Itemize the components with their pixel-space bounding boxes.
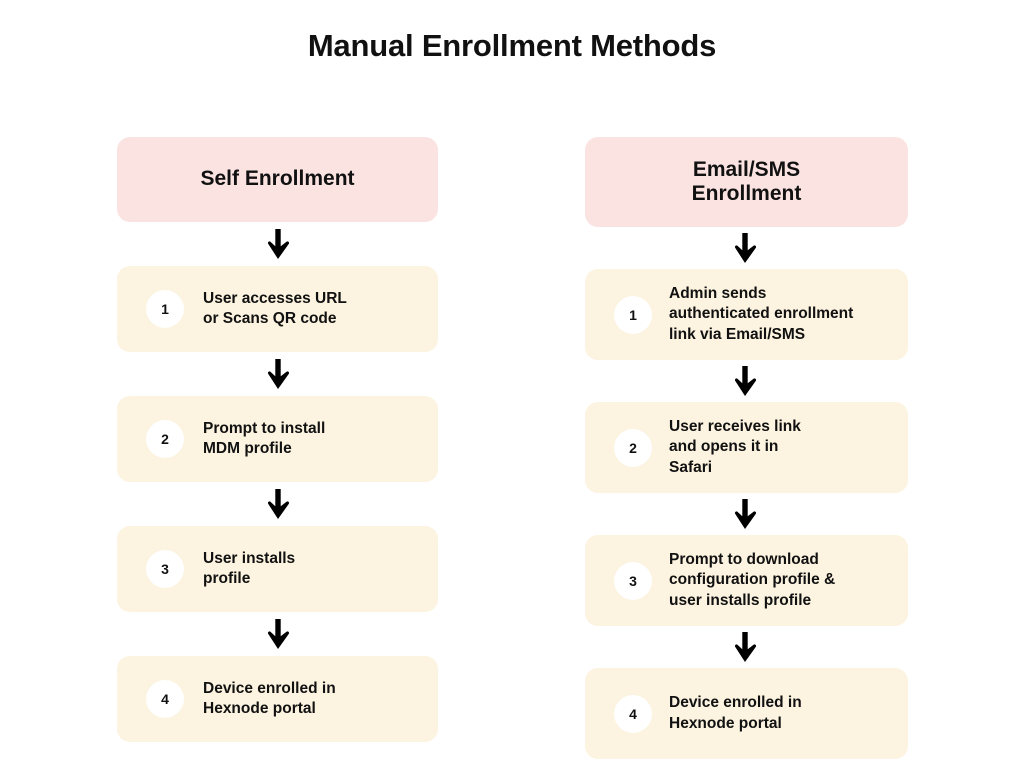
step-label: Device enrolled in Hexnode portal bbox=[669, 694, 802, 732]
flow-column-self-enrollment: Self Enrollment 1 User accesses URL or S… bbox=[117, 137, 438, 742]
arrow-down-icon bbox=[585, 227, 908, 269]
step-box: 4 Device enrolled in Hexnode portal bbox=[117, 656, 438, 742]
step-box: 1 Admin sends authenticated enrollment l… bbox=[585, 269, 908, 360]
arrow-down-icon bbox=[585, 626, 908, 668]
step-label: Prompt to install MDM profile bbox=[203, 419, 326, 457]
arrow-down-icon bbox=[117, 482, 438, 526]
step-number-badge: 4 bbox=[146, 680, 184, 718]
step-label: Prompt to download configuration profile… bbox=[669, 551, 836, 609]
arrow-down-icon bbox=[117, 612, 438, 656]
column-header-email-sms-enrollment: Email/SMS Enrollment bbox=[585, 137, 908, 227]
step-label: User installs profile bbox=[203, 549, 296, 587]
step-label: Admin sends authenticated enrollment lin… bbox=[669, 285, 854, 343]
step-box: 2 User receives link and opens it in Saf… bbox=[585, 402, 908, 493]
arrow-down-icon bbox=[117, 352, 438, 396]
step-box: 3 Prompt to download configuration profi… bbox=[585, 535, 908, 626]
step-number-badge: 1 bbox=[146, 290, 184, 328]
step-number-badge: 1 bbox=[614, 295, 652, 334]
step-label: User accesses URL or Scans QR code bbox=[203, 289, 347, 327]
arrow-down-icon bbox=[117, 222, 438, 266]
step-number-badge: 2 bbox=[146, 420, 184, 458]
page-title: Manual Enrollment Methods bbox=[307, 28, 717, 63]
step-label: User receives link and opens it in Safar… bbox=[669, 418, 801, 476]
step-box: 1 User accesses URL or Scans QR code bbox=[117, 266, 438, 352]
flow-column-email-sms-enrollment: Email/SMS Enrollment 1 Admin sends authe… bbox=[585, 137, 908, 759]
arrow-down-icon bbox=[585, 360, 908, 402]
step-number-badge: 3 bbox=[146, 550, 184, 588]
step-box: 4 Device enrolled in Hexnode portal bbox=[585, 668, 908, 759]
step-box: 3 User installs profile bbox=[117, 526, 438, 612]
column-header-self-enrollment: Self Enrollment bbox=[117, 137, 438, 222]
step-box: 2 Prompt to install MDM profile bbox=[117, 396, 438, 482]
step-number-badge: 3 bbox=[614, 561, 652, 600]
step-number-badge: 2 bbox=[614, 428, 652, 467]
arrow-down-icon bbox=[585, 493, 908, 535]
step-number-badge: 4 bbox=[614, 694, 652, 733]
step-label: Device enrolled in Hexnode portal bbox=[203, 679, 336, 717]
